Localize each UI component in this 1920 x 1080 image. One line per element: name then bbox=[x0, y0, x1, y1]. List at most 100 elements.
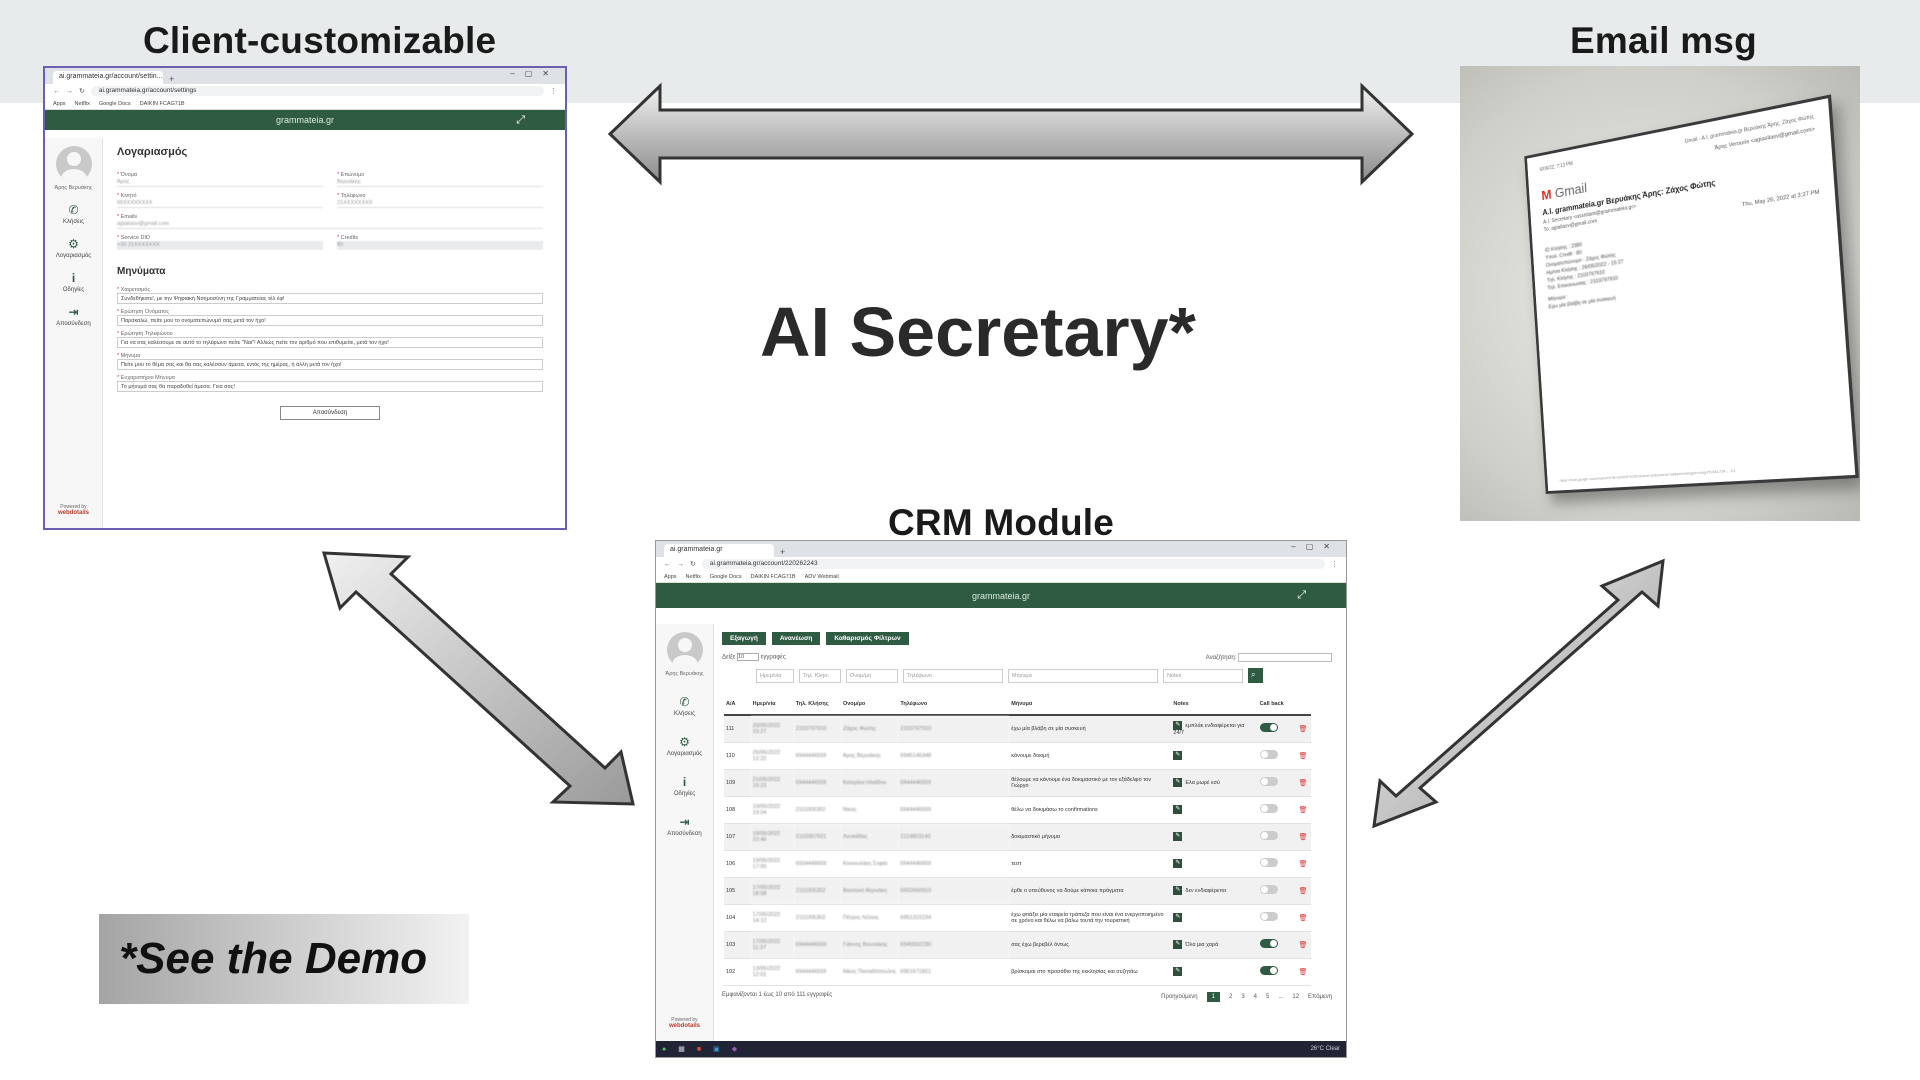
callback-toggle[interactable] bbox=[1259, 912, 1278, 921]
callback-toggle[interactable] bbox=[1259, 723, 1278, 733]
bookmark-netflix[interactable]: Netflix bbox=[685, 573, 701, 580]
edit-note-icon[interactable]: ✎ bbox=[1173, 721, 1183, 731]
logout-button[interactable]: Αποσύνδεση bbox=[280, 406, 380, 420]
callback-toggle[interactable] bbox=[1259, 885, 1278, 894]
delete-icon[interactable]: 🗑 bbox=[1298, 725, 1308, 733]
sidebar-item-calls[interactable]: ✆Κλήσεις bbox=[63, 203, 84, 225]
delete-icon[interactable]: 🗑 bbox=[1298, 806, 1308, 814]
col-phone[interactable]: Τηλέφωνο bbox=[898, 693, 1010, 716]
bookmark-google-docs[interactable]: Google Docs bbox=[98, 100, 131, 107]
pagination-page-4[interactable]: 4 bbox=[1253, 993, 1257, 1000]
edit-note-icon[interactable]: ✎ bbox=[1173, 940, 1183, 949]
callback-toggle[interactable] bbox=[1259, 966, 1278, 975]
bookmark-google-docs[interactable]: Google Docs bbox=[709, 573, 742, 580]
filter-caller[interactable]: Τηλ. Κλήσ. bbox=[799, 668, 841, 683]
see-the-demo-box[interactable]: *See the Demo bbox=[99, 914, 469, 1004]
pagination-page-5[interactable]: 5 bbox=[1266, 993, 1270, 1000]
col-callback[interactable]: Call back bbox=[1257, 693, 1297, 716]
settings-url-field[interactable]: ai.grammateia.gr/account/settings bbox=[90, 86, 544, 96]
bookmark-adv-webmail[interactable]: ADV Webmail bbox=[804, 573, 839, 580]
browser-menu-icon[interactable]: ⋮ bbox=[1331, 561, 1338, 568]
fullscreen-icon[interactable]: ⤢ bbox=[1297, 589, 1306, 601]
edit-note-icon[interactable]: ✎ bbox=[1173, 778, 1183, 787]
sidebar-item-account[interactable]: ⚙Λογαριασμός bbox=[55, 237, 92, 259]
col-date[interactable]: Ημερ/νία bbox=[750, 693, 794, 716]
pagination-next[interactable]: Επόμενη bbox=[1308, 993, 1332, 1000]
delete-icon[interactable]: 🗑 bbox=[1298, 914, 1308, 922]
edit-note-icon[interactable]: ✎ bbox=[1173, 886, 1183, 895]
edit-note-icon[interactable]: ✎ bbox=[1173, 913, 1183, 922]
delete-icon[interactable]: 🗑 bbox=[1298, 941, 1308, 949]
taskbar-app-icon[interactable]: ▦ bbox=[678, 1046, 685, 1053]
forward-icon[interactable]: → bbox=[66, 87, 73, 95]
pagination-prev[interactable]: Προηγούμενη bbox=[1161, 993, 1198, 1000]
pagination-page-12[interactable]: 12 bbox=[1292, 993, 1300, 1000]
pagination-page-3[interactable]: 3 bbox=[1241, 993, 1245, 1000]
taskbar-app-icon[interactable]: ◆ bbox=[731, 1046, 738, 1053]
col-id[interactable]: Α/Α bbox=[724, 693, 751, 716]
fullscreen-icon[interactable]: ⤢ bbox=[516, 113, 525, 126]
clear-filters-button[interactable]: Καθαρισμός Φίλτρων bbox=[826, 632, 909, 645]
settings-tab[interactable]: ai.grammateia.gr/account/settin... bbox=[53, 71, 163, 84]
refresh-button[interactable]: Ανανέωση bbox=[771, 632, 821, 645]
delete-icon[interactable]: 🗑 bbox=[1298, 887, 1308, 895]
filter-phone[interactable]: Τηλέφωνο bbox=[903, 668, 1003, 683]
reload-icon[interactable]: ↻ bbox=[79, 88, 85, 95]
col-caller[interactable]: Τηλ. Κλήσης bbox=[793, 693, 841, 716]
export-button[interactable]: Εξαγωγή bbox=[722, 632, 766, 645]
edit-note-icon[interactable]: ✎ bbox=[1173, 751, 1183, 760]
delete-icon[interactable]: 🗑 bbox=[1298, 968, 1308, 976]
col-name[interactable]: Ονομ/μο bbox=[840, 693, 899, 716]
callback-toggle[interactable] bbox=[1259, 939, 1278, 948]
window-controls-icon[interactable]: –▢✕ bbox=[1291, 542, 1340, 551]
filter-search-icon[interactable]: ⌕ bbox=[1248, 668, 1263, 683]
delete-icon[interactable]: 🗑 bbox=[1298, 833, 1308, 841]
crm-tab[interactable]: ai.grammateia.gr bbox=[664, 544, 774, 557]
edit-note-icon[interactable]: ✎ bbox=[1173, 859, 1183, 868]
delete-icon[interactable]: 🗑 bbox=[1298, 779, 1308, 787]
delete-icon[interactable]: 🗑 bbox=[1298, 752, 1308, 760]
sidebar-item-logout[interactable]: ⇥Αποσύνδεση bbox=[56, 305, 91, 327]
window-controls-icon[interactable]: –▢✕ bbox=[510, 69, 559, 78]
callback-toggle[interactable] bbox=[1259, 804, 1278, 813]
delete-icon[interactable]: 🗑 bbox=[1298, 860, 1308, 868]
forward-icon[interactable]: → bbox=[677, 560, 684, 568]
bookmark-netflix[interactable]: Netflix bbox=[74, 100, 90, 107]
reload-icon[interactable]: ↻ bbox=[690, 561, 696, 568]
callback-toggle[interactable] bbox=[1259, 750, 1278, 759]
sidebar-item-logout[interactable]: ⇥Αποσύνδεση bbox=[667, 815, 702, 837]
filter-date[interactable]: Ημερ/νία bbox=[756, 668, 794, 683]
filter-name[interactable]: Ονομ/μο bbox=[846, 668, 898, 683]
bookmark-daikin[interactable]: DAIKIN FCAG71B bbox=[139, 100, 185, 107]
callback-toggle[interactable] bbox=[1259, 858, 1278, 867]
new-tab-icon[interactable]: + bbox=[169, 74, 175, 84]
whatsapp-icon[interactable]: ● bbox=[662, 1045, 667, 1053]
search-input[interactable] bbox=[1238, 653, 1332, 662]
col-notes[interactable]: Notes bbox=[1171, 693, 1258, 716]
callback-toggle[interactable] bbox=[1259, 831, 1278, 840]
pagination-page-1[interactable]: 1 bbox=[1206, 991, 1220, 1002]
edit-note-icon[interactable]: ✎ bbox=[1173, 832, 1183, 841]
sidebar-item-calls[interactable]: ✆Κλήσεις bbox=[674, 695, 695, 717]
back-icon[interactable]: ← bbox=[664, 560, 671, 568]
taskbar-app-icon[interactable]: ■ bbox=[696, 1045, 702, 1053]
new-tab-icon[interactable]: + bbox=[780, 547, 786, 557]
taskbar-app-icon[interactable]: ▣ bbox=[713, 1046, 720, 1053]
sidebar-item-account[interactable]: ⚙Λογαριασμός bbox=[666, 735, 703, 757]
col-message[interactable]: Μήνυμα bbox=[1009, 693, 1172, 716]
crm-url-field[interactable]: ai.grammateia.gr/account/220262243 bbox=[701, 559, 1325, 569]
browser-menu-icon[interactable]: ⋮ bbox=[550, 88, 557, 95]
back-icon[interactable]: ← bbox=[53, 87, 60, 95]
